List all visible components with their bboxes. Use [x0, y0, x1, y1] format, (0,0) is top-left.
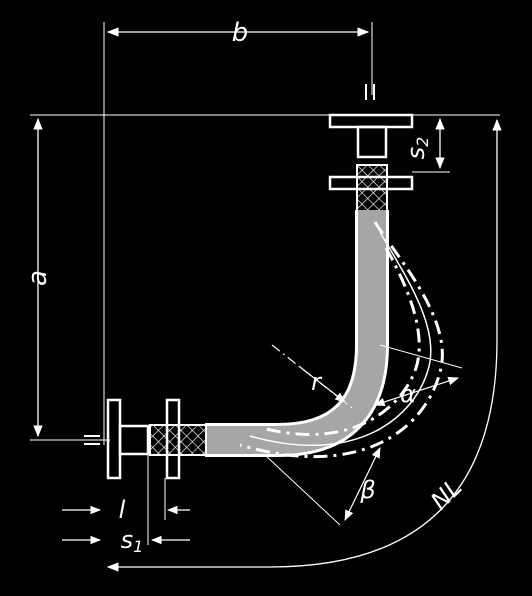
hose	[205, 210, 389, 457]
label-NL: NL	[425, 473, 467, 515]
label-s2: s2	[402, 137, 432, 160]
left-flange	[106, 398, 122, 480]
dimension-beta: β	[264, 447, 381, 526]
top-ferrule	[356, 164, 388, 214]
left-nipple	[118, 424, 150, 456]
left-fitting	[84, 398, 207, 480]
label-beta: β	[359, 476, 375, 504]
dimension-l-s1: l s1	[62, 455, 190, 556]
top-flange	[328, 113, 414, 129]
dimension-NL: NL	[106, 118, 502, 572]
alpha-arrow	[373, 376, 460, 407]
top-fitting	[328, 84, 414, 214]
label-s1: s1	[121, 526, 144, 556]
beta-extension-1	[264, 454, 341, 526]
label-b: b	[232, 18, 249, 48]
dimension-line-NL	[106, 118, 502, 572]
label-r: r	[311, 368, 323, 396]
label-alpha: α	[400, 380, 416, 408]
dimension-a: a	[23, 114, 500, 441]
radius-arrow	[299, 366, 346, 403]
hose-shade	[205, 210, 386, 454]
top-nipple	[356, 125, 388, 159]
label-a: a	[23, 270, 53, 286]
dimension-b: b	[103, 18, 373, 445]
dimension-r: r	[271, 344, 353, 409]
left-ferrule	[149, 424, 207, 456]
label-l: l	[119, 496, 126, 524]
alpha-extension-1	[379, 344, 463, 369]
